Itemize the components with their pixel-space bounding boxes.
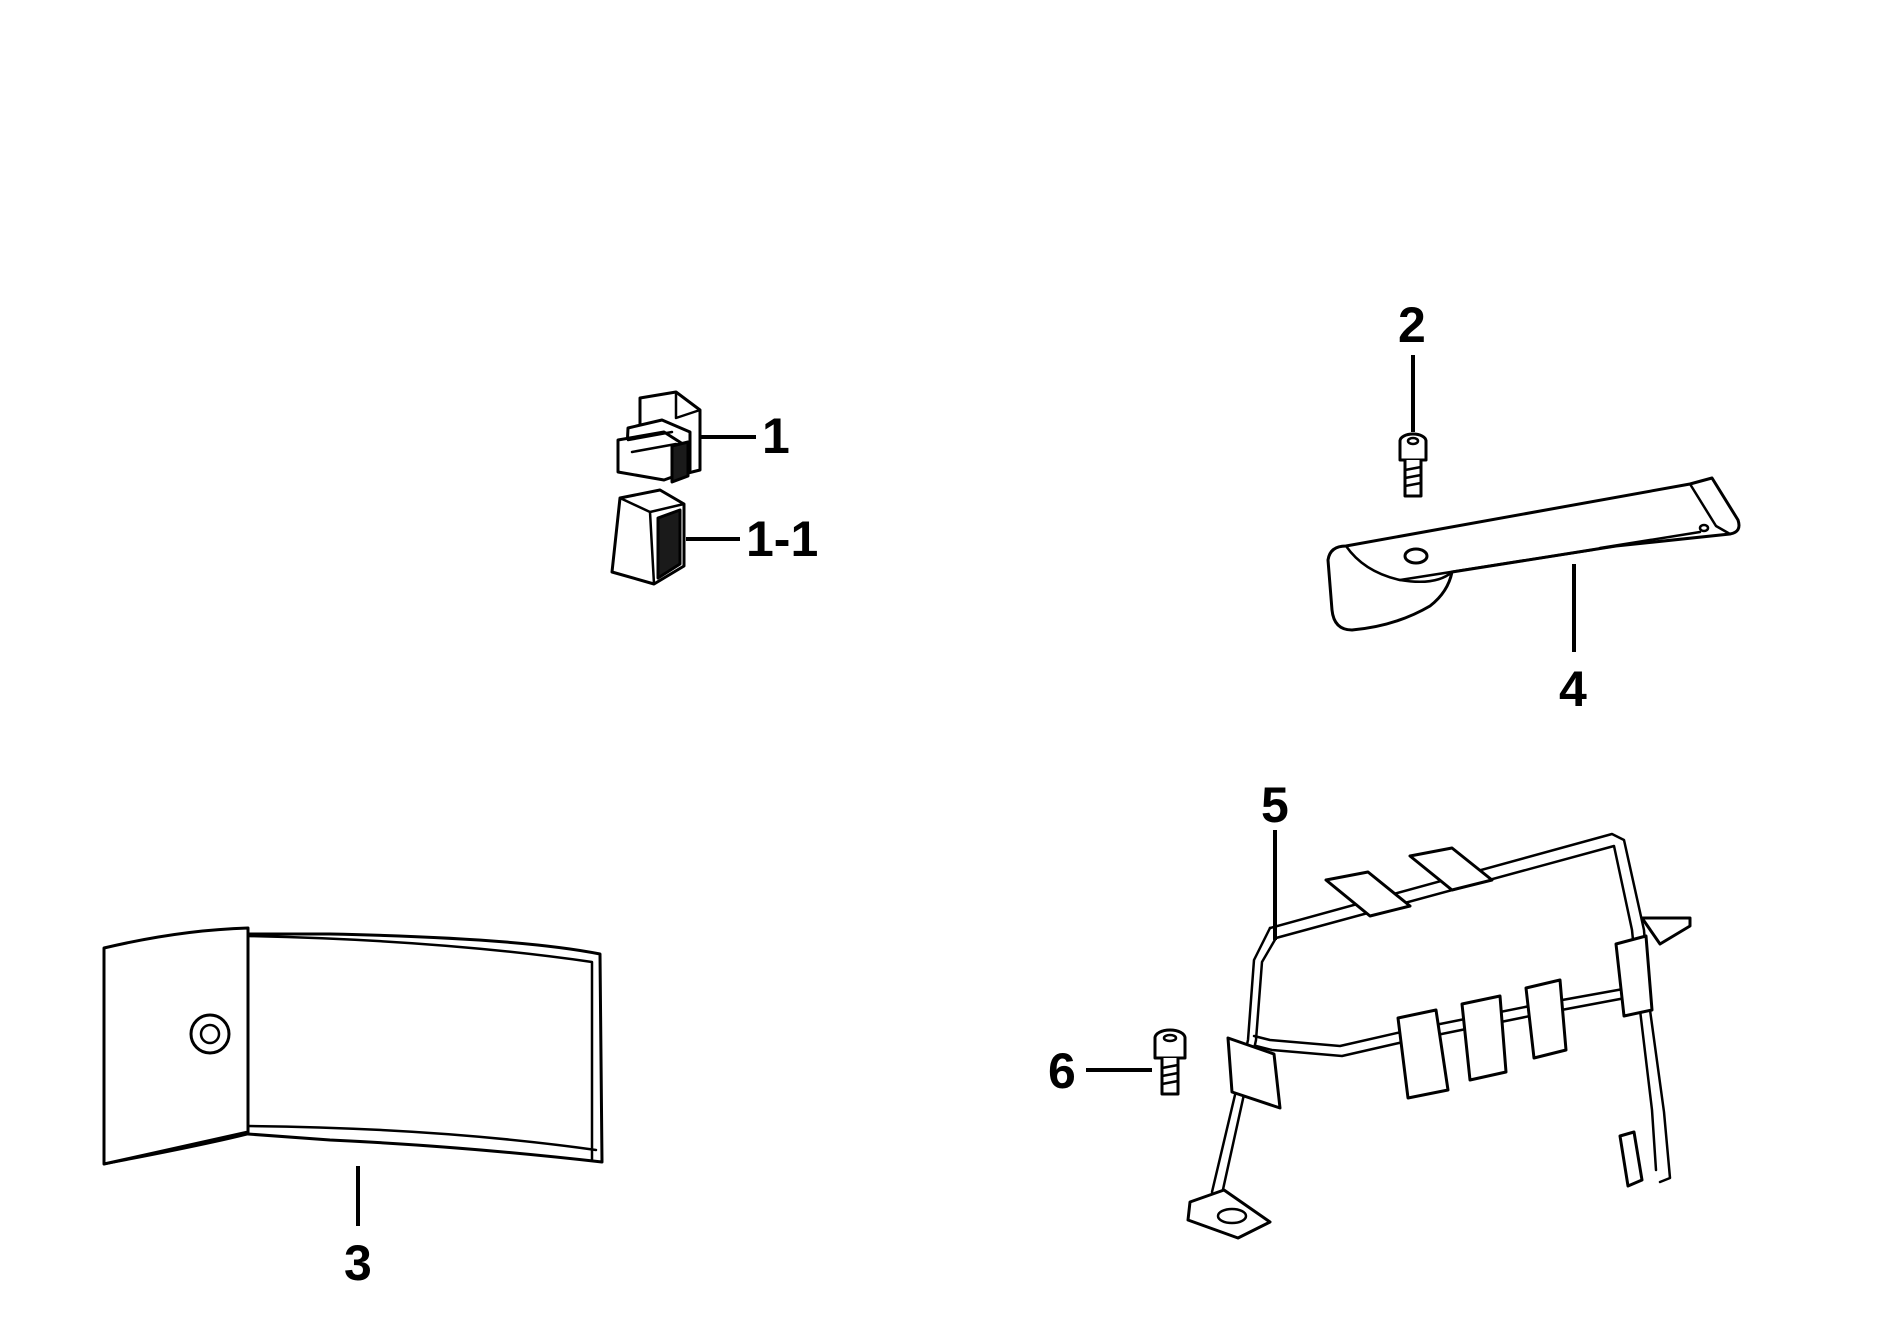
part-2-screw [1398,432,1428,498]
callout-4: 4 [1559,661,1587,717]
part-1-1-carbon-brush [610,488,686,586]
part-3-cover-plate [102,926,604,1166]
part-4-lever-arm [1326,476,1741,632]
part-5-spring-bracket [1186,832,1692,1240]
callout-5: 5 [1261,777,1289,833]
callout-1-1: 1-1 [746,511,818,567]
callout-2: 2 [1398,297,1426,353]
callout-6: 6 [1048,1043,1076,1099]
callout-1: 1 [762,408,790,464]
part-1-brush-holder [616,390,702,484]
part-6-screw [1153,1028,1187,1096]
callout-3: 3 [344,1235,372,1291]
